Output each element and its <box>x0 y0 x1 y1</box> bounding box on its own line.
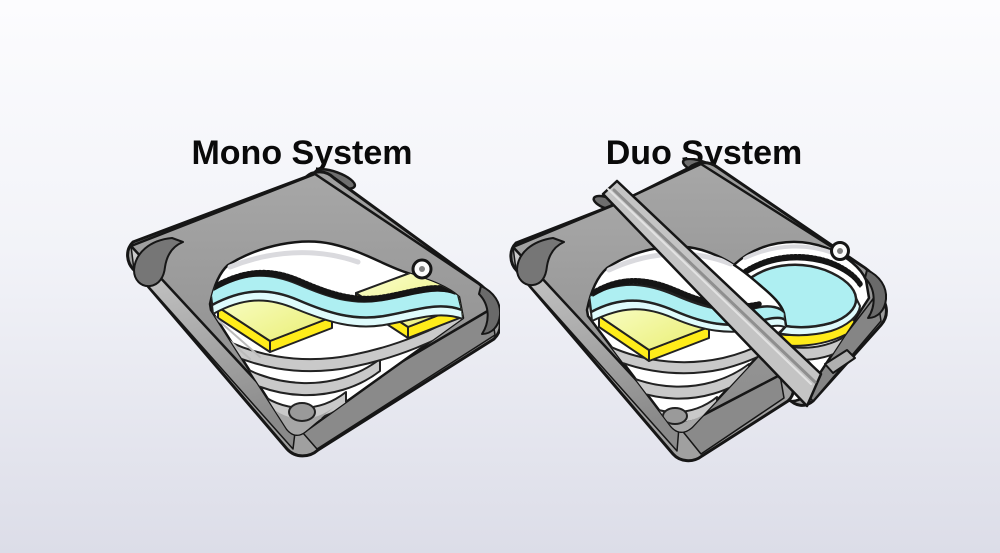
mono-top-sheet-fold <box>227 250 361 270</box>
mono-drain-bump <box>288 402 316 422</box>
duo-left-base-tray <box>643 410 707 432</box>
mono-layer-strips <box>210 312 261 358</box>
mono-interior-layers <box>210 250 463 435</box>
duo-right-fill-valve-center <box>837 248 843 254</box>
duo-left-fiber-band <box>587 325 786 375</box>
mono-zipper-line <box>213 274 456 303</box>
mono-fiber-band <box>210 312 463 373</box>
mono-fill-valve-center <box>419 266 425 272</box>
mono-system-illustration <box>126 168 500 458</box>
duo-right-corner-bumper <box>864 269 888 319</box>
duo-right-zipper-icon <box>736 254 863 287</box>
duo-left-corner-bumper <box>516 237 565 287</box>
duo-divider-side-tab <box>824 349 856 374</box>
mono-left-corner-bumper <box>133 237 184 288</box>
duo-divider-shade <box>612 188 817 384</box>
duo-divider-wall <box>601 179 856 408</box>
mono-zipper-icon <box>211 269 458 302</box>
duo-divider-highlight <box>607 188 812 385</box>
mono-right-corner-bumper <box>478 285 500 335</box>
mono-fiber-band <box>221 352 381 396</box>
mono-system-title: Mono System <box>191 134 413 173</box>
duo-right-zipper-line <box>738 259 861 288</box>
duo-system-illustration <box>509 158 888 463</box>
